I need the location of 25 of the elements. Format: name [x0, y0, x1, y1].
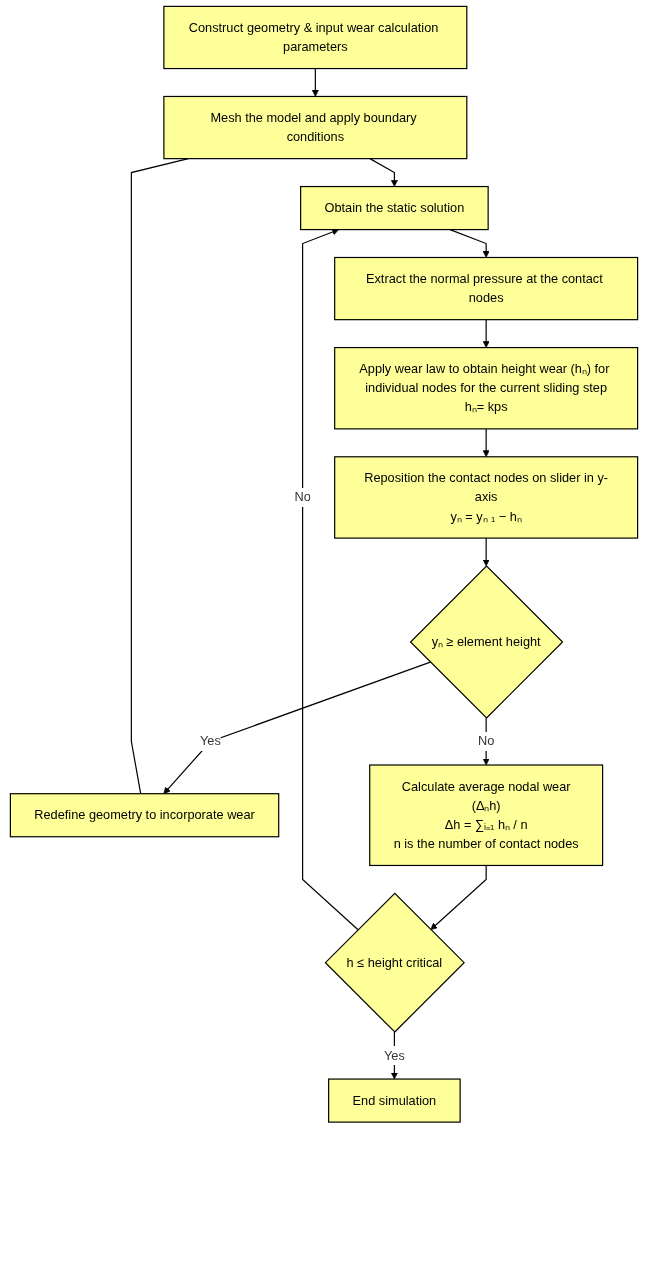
edge-label: No — [294, 490, 311, 504]
node-diamond: h ≤ height critical — [324, 892, 465, 1033]
edge-label: Yes — [200, 734, 221, 748]
edge-label: No — [478, 734, 495, 748]
arrow — [163, 661, 431, 794]
arrow — [430, 864, 487, 930]
node-box: Reposition the contact nodes on slider in y-axis yₙ = yₙ ₁ − hₙ — [334, 456, 639, 539]
arrow — [302, 228, 359, 931]
node-box: Construct geometry & input wear calculation parameters — [163, 5, 468, 70]
arrow — [482, 319, 490, 348]
node-box: Obtain the static solution — [300, 185, 489, 231]
arrow — [449, 229, 490, 258]
node-box: Apply wear law to obtain height wear (hₙ) for individual nodes for the current sliding step hₙ= kps — [334, 346, 639, 430]
node-box: End simulation — [328, 1078, 461, 1123]
node-box: Redefine geometry to incorporate wear — [9, 793, 280, 838]
arrow — [311, 67, 319, 97]
node-box: Calculate average nodal wear (Δₙh) Δh = ∑ᵢ₌₁ hₙ / n n is the number of contact nodes — [369, 764, 604, 867]
arrow — [390, 1031, 398, 1080]
arrow — [369, 158, 398, 187]
edge-label: Yes — [383, 1048, 405, 1062]
node-diamond: yₙ ≥ element height — [409, 565, 564, 719]
node-box: Mesh the model and apply boundary conditions — [163, 95, 468, 160]
arrow — [482, 428, 490, 458]
node-box: Extract the normal pressure at the contact nodes — [334, 256, 639, 321]
arrow — [482, 537, 490, 567]
